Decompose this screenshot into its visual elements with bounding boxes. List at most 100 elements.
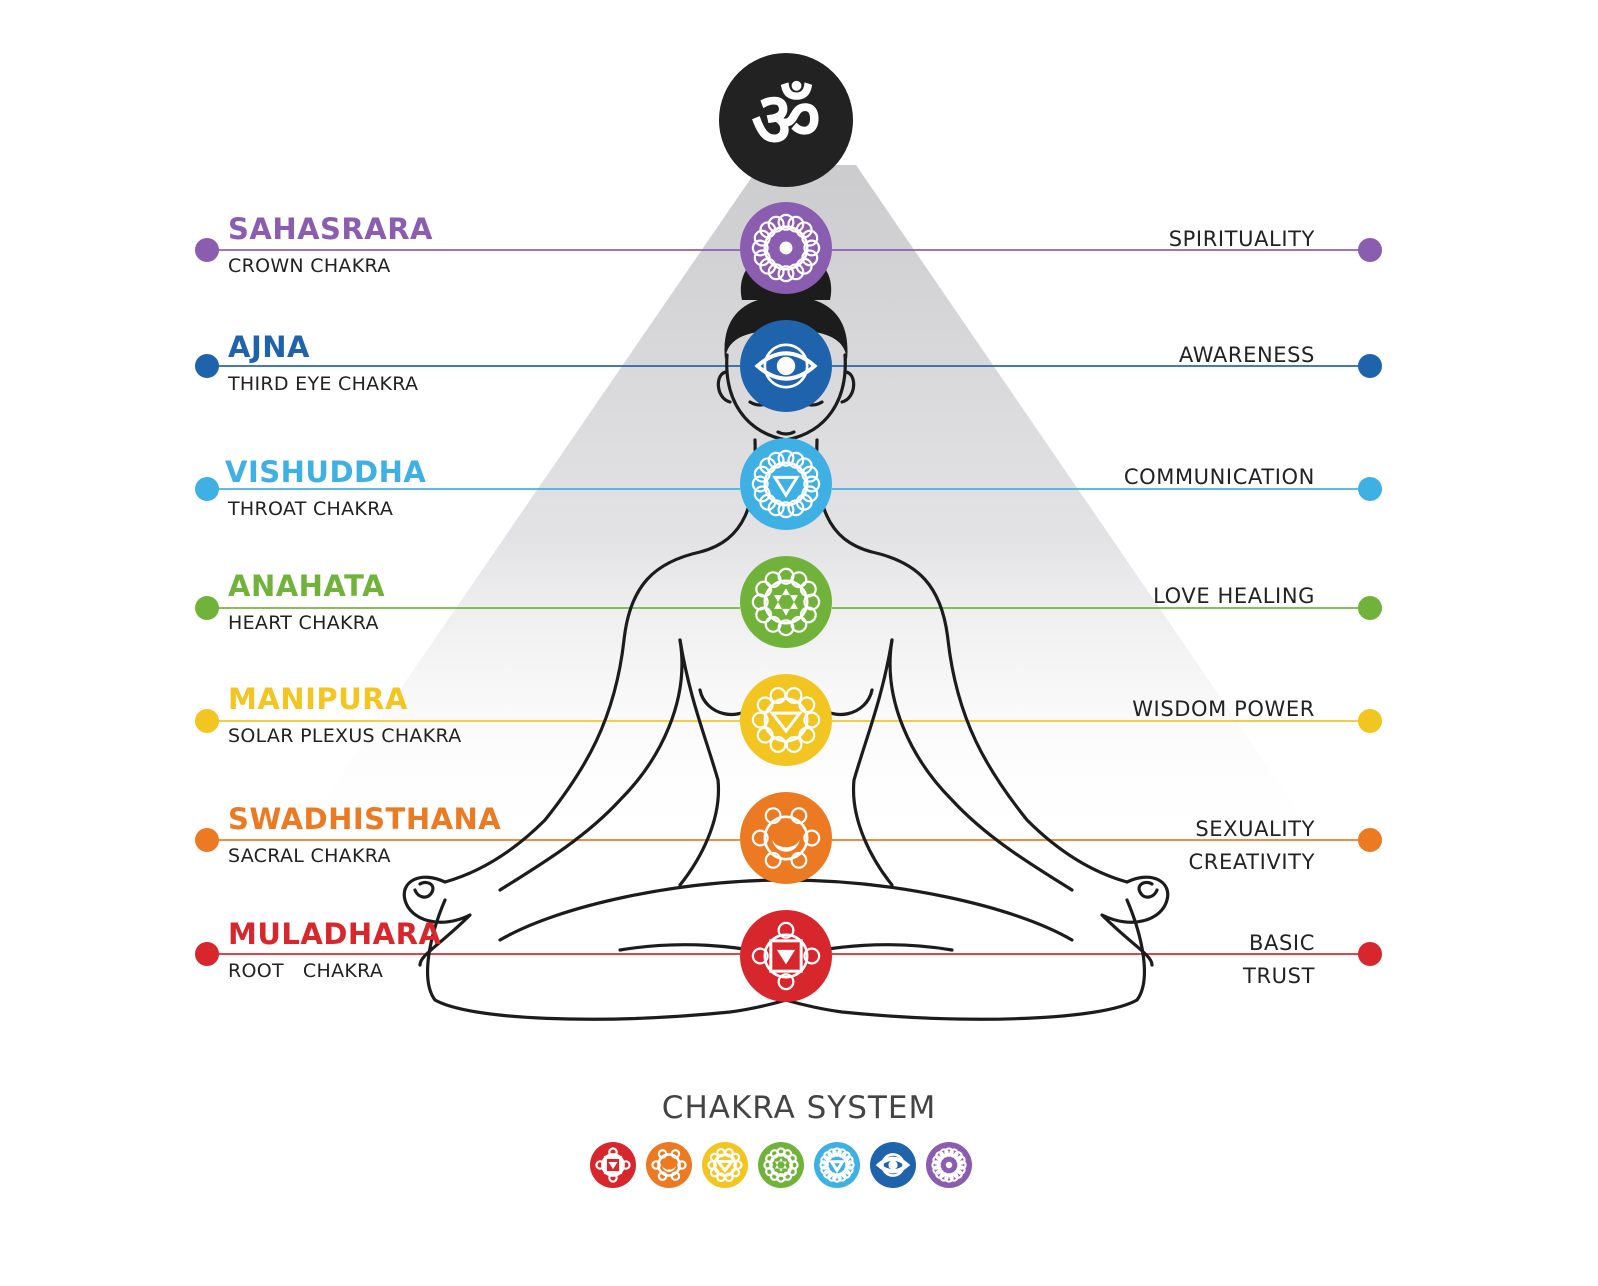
right-inner-arm	[888, 638, 1074, 892]
chakra-name-muladhara: MULADHARA	[228, 917, 442, 951]
crescent-moon-icon	[740, 792, 832, 884]
marker-dot-right-muladhara	[1358, 942, 1382, 966]
inner-ring	[763, 225, 809, 271]
petal	[803, 947, 821, 965]
chakra-name-vishuddha: VISHUDDHA	[225, 455, 427, 489]
petal	[608, 1173, 618, 1183]
petal	[803, 829, 821, 847]
marker-dot-left-muladhara	[195, 942, 219, 966]
marker-dot-left-manipura	[195, 709, 219, 733]
inner-ring	[763, 579, 809, 625]
left-mudra	[413, 880, 435, 899]
petal	[801, 229, 819, 247]
chakra-name-ajna: AJNA	[228, 330, 310, 364]
petal	[845, 1160, 855, 1170]
petal	[767, 263, 785, 281]
symbol-mark	[774, 1158, 788, 1172]
marker-dot-right-sahasrara	[1358, 238, 1382, 262]
marker-dot-left-ajna	[195, 354, 219, 378]
quality-line: LOVE HEALING	[1153, 584, 1315, 608]
petal	[785, 687, 803, 704]
quality-line: AWARENESS	[1178, 343, 1315, 367]
marker-dot-right-ajna	[1358, 354, 1382, 378]
triangle-mark	[776, 949, 796, 965]
petal	[767, 499, 785, 517]
petal	[785, 736, 803, 753]
symbol-mark	[772, 475, 800, 498]
chakra-subtitle-sahasrara: CROWN CHAKRA	[228, 255, 391, 277]
om-icon: ॐ	[751, 75, 820, 164]
marker-dot-left-vishuddha	[195, 477, 219, 501]
inner-ring	[657, 1153, 681, 1177]
chakra-badge-anahata	[740, 556, 832, 648]
petal	[751, 947, 769, 965]
quality-line: CREATIVITY	[1188, 849, 1315, 874]
symbol-mark	[769, 711, 803, 734]
quality-line: SPIRITUALITY	[1168, 227, 1315, 251]
chakra-badge-muladhara	[740, 910, 832, 1002]
left-ear	[716, 370, 732, 404]
quality-line: TRUST	[1243, 963, 1315, 988]
chakra-subtitle-anahata: HEART CHAKRA	[228, 612, 379, 634]
petal	[803, 239, 821, 257]
triangle-mark	[608, 1161, 618, 1170]
left-torso	[678, 638, 721, 887]
petal	[832, 1147, 842, 1157]
marker-dot-right-swadhisthana	[1358, 828, 1382, 852]
petal	[819, 1160, 829, 1170]
petal	[608, 1147, 618, 1157]
petal	[777, 213, 795, 231]
left-hand	[402, 875, 472, 967]
petal	[790, 807, 808, 825]
petal	[751, 475, 769, 493]
petal	[777, 973, 795, 991]
petal	[801, 485, 819, 503]
left-arm-outline	[443, 438, 757, 884]
crescent-moon-icon	[646, 1142, 692, 1188]
petal	[751, 239, 769, 257]
marker-dot-left-swadhisthana	[195, 828, 219, 852]
petal	[799, 606, 817, 624]
petal	[651, 1160, 661, 1170]
chakra-subtitle-vishuddha: THROAT CHAKRA	[228, 498, 394, 520]
symbol-mark	[828, 1160, 846, 1174]
symbol-mark	[715, 1160, 735, 1173]
petal	[803, 711, 821, 729]
chakra-legend	[590, 1142, 972, 1188]
petal	[769, 687, 787, 704]
chakra-quality-ajna: AWARENESS	[1179, 339, 1315, 372]
petal	[751, 711, 769, 729]
right-torso	[851, 638, 894, 887]
right-ear	[840, 370, 856, 404]
petal	[944, 1147, 954, 1157]
chakra-badge-vishuddha	[740, 438, 832, 530]
petal	[777, 501, 795, 519]
petal	[764, 807, 782, 825]
chakra-subtitle-muladhara: ROOT CHAKRA	[228, 960, 384, 982]
petal	[790, 851, 808, 869]
marker-dot-left-sahasrara	[195, 238, 219, 262]
chakra-quality-anahata: LOVE HEALING	[1153, 580, 1315, 613]
petal	[753, 485, 771, 503]
quality-line: WISDOM POWER	[1132, 697, 1315, 721]
inner-ring	[763, 815, 809, 861]
marker-dot-right-manipura	[1358, 709, 1382, 733]
chakra-badge-ajna	[740, 320, 832, 412]
petal	[803, 475, 821, 493]
system-title: CHAKRA SYSTEM	[661, 1090, 937, 1126]
petal	[755, 580, 773, 598]
petal	[753, 465, 771, 483]
marker-dot-right-anahata	[1358, 596, 1382, 620]
petal	[787, 215, 805, 233]
right-mudra	[1137, 880, 1159, 899]
eye-iris	[888, 1160, 898, 1170]
petal	[777, 265, 795, 283]
petal	[677, 1160, 687, 1170]
petal	[832, 1173, 842, 1183]
legend-badge-manipura	[702, 1142, 748, 1188]
petal	[957, 1160, 967, 1170]
chakra-subtitle-ajna: THIRD EYE CHAKRA	[228, 373, 419, 395]
petal	[777, 449, 795, 467]
symbol-mark	[945, 1161, 953, 1169]
